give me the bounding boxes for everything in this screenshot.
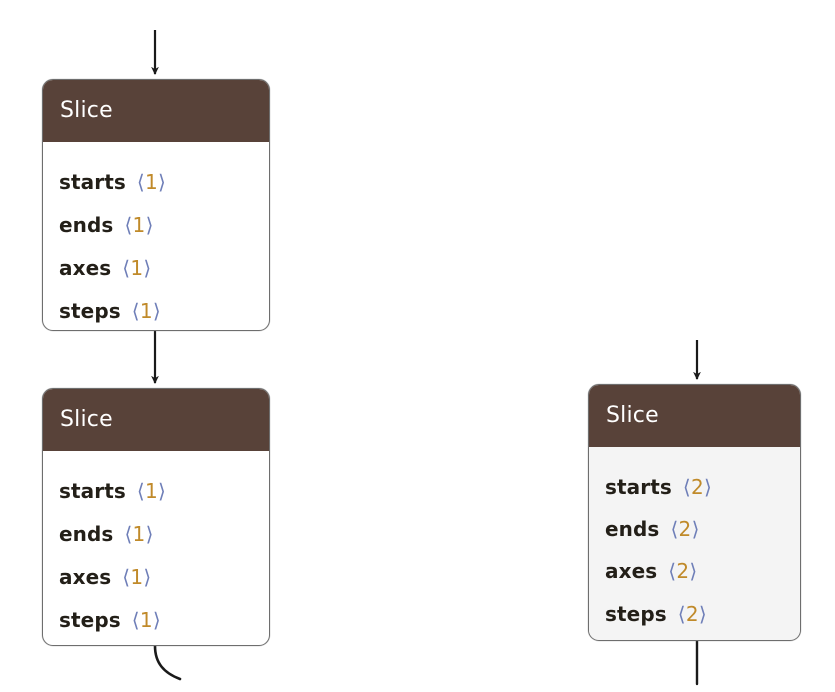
attr-value-steps: ⟨1⟩ bbox=[132, 301, 161, 321]
attr-value-starts: ⟨2⟩ bbox=[683, 477, 712, 497]
node-slice-3-body: starts ⟨2⟩ ends ⟨2⟩ axes ⟨2⟩ steps ⟨2⟩ bbox=[589, 447, 800, 638]
node-slice-2[interactable]: Slice starts ⟨1⟩ ends ⟨1⟩ axes ⟨1⟩ steps… bbox=[42, 388, 270, 646]
angle-open-icon: ⟨ bbox=[131, 299, 140, 323]
attr-value-axes: ⟨1⟩ bbox=[122, 567, 151, 587]
attr-number-steps: 1 bbox=[139, 608, 153, 632]
node-slice-1-title: Slice bbox=[60, 98, 113, 123]
attr-label-starts: starts bbox=[59, 170, 126, 194]
attr-row-steps[interactable]: steps ⟨1⟩ bbox=[59, 610, 161, 630]
angle-close-icon: ⟩ bbox=[689, 559, 698, 583]
attr-row-starts[interactable]: starts ⟨1⟩ bbox=[59, 172, 166, 192]
attr-number-axes: 1 bbox=[130, 565, 144, 589]
attr-label-ends: ends bbox=[59, 213, 114, 237]
node-slice-1-body: starts ⟨1⟩ ends ⟨1⟩ axes ⟨1⟩ steps ⟨1⟩ bbox=[43, 142, 269, 328]
attr-value-axes: ⟨2⟩ bbox=[668, 561, 697, 581]
attr-label-axes: axes bbox=[59, 256, 112, 280]
node-slice-3-header[interactable]: Slice bbox=[589, 385, 800, 447]
attr-number-axes: 2 bbox=[676, 559, 690, 583]
angle-open-icon: ⟨ bbox=[136, 170, 145, 194]
angle-close-icon: ⟩ bbox=[145, 213, 154, 237]
angle-open-icon: ⟨ bbox=[677, 602, 686, 626]
attr-value-steps: ⟨2⟩ bbox=[678, 604, 707, 624]
attr-value-axes: ⟨1⟩ bbox=[122, 258, 151, 278]
angle-close-icon: ⟩ bbox=[704, 475, 713, 499]
angle-close-icon: ⟩ bbox=[698, 602, 707, 626]
edge-out-slice-2 bbox=[153, 644, 182, 681]
angle-close-icon: ⟩ bbox=[158, 479, 167, 503]
attr-number-ends: 1 bbox=[132, 522, 146, 546]
angle-close-icon: ⟩ bbox=[152, 608, 161, 632]
attr-value-starts: ⟨1⟩ bbox=[137, 172, 166, 192]
node-slice-3-title: Slice bbox=[606, 403, 659, 428]
angle-open-icon: ⟨ bbox=[131, 608, 140, 632]
angle-close-icon: ⟩ bbox=[152, 299, 161, 323]
attr-label-ends: ends bbox=[59, 522, 114, 546]
attr-row-starts[interactable]: starts ⟨1⟩ bbox=[59, 481, 166, 501]
attr-label-steps: steps bbox=[59, 608, 121, 632]
node-slice-3[interactable]: Slice starts ⟨2⟩ ends ⟨2⟩ axes ⟨2⟩ steps… bbox=[588, 384, 801, 641]
angle-open-icon: ⟨ bbox=[124, 213, 133, 237]
attr-number-axes: 1 bbox=[130, 256, 144, 280]
attr-label-steps: steps bbox=[605, 602, 667, 626]
attr-row-ends[interactable]: ends ⟨1⟩ bbox=[59, 215, 154, 235]
angle-close-icon: ⟩ bbox=[143, 256, 152, 280]
attr-value-starts: ⟨1⟩ bbox=[137, 481, 166, 501]
angle-open-icon: ⟨ bbox=[136, 479, 145, 503]
attr-label-steps: steps bbox=[59, 299, 121, 323]
angle-open-icon: ⟨ bbox=[122, 256, 131, 280]
angle-open-icon: ⟨ bbox=[124, 522, 133, 546]
angle-close-icon: ⟩ bbox=[145, 522, 154, 546]
angle-open-icon: ⟨ bbox=[682, 475, 691, 499]
attr-row-axes[interactable]: axes ⟨1⟩ bbox=[59, 567, 152, 587]
attr-value-ends: ⟨2⟩ bbox=[670, 519, 699, 539]
attr-number-steps: 2 bbox=[685, 602, 699, 626]
attr-row-steps[interactable]: steps ⟨1⟩ bbox=[59, 301, 161, 321]
attr-row-steps[interactable]: steps ⟨2⟩ bbox=[605, 604, 707, 624]
attr-label-axes: axes bbox=[605, 559, 658, 583]
attr-row-axes[interactable]: axes ⟨2⟩ bbox=[605, 561, 698, 581]
attr-value-ends: ⟨1⟩ bbox=[124, 524, 153, 544]
angle-open-icon: ⟨ bbox=[122, 565, 131, 589]
attr-row-starts[interactable]: starts ⟨2⟩ bbox=[605, 477, 712, 497]
attr-value-ends: ⟨1⟩ bbox=[124, 215, 153, 235]
angle-close-icon: ⟩ bbox=[158, 170, 167, 194]
attr-row-ends[interactable]: ends ⟨2⟩ bbox=[605, 519, 700, 539]
node-slice-2-body: starts ⟨1⟩ ends ⟨1⟩ axes ⟨1⟩ steps ⟨1⟩ bbox=[43, 451, 269, 643]
node-slice-1[interactable]: Slice starts ⟨1⟩ ends ⟨1⟩ axes ⟨1⟩ steps… bbox=[42, 79, 270, 331]
attr-label-ends: ends bbox=[605, 517, 660, 541]
node-slice-2-title: Slice bbox=[60, 407, 113, 432]
angle-close-icon: ⟩ bbox=[691, 517, 700, 541]
attr-label-starts: starts bbox=[59, 479, 126, 503]
angle-open-icon: ⟨ bbox=[668, 559, 677, 583]
angle-open-icon: ⟨ bbox=[670, 517, 679, 541]
attr-number-starts: 1 bbox=[145, 170, 159, 194]
node-slice-1-header[interactable]: Slice bbox=[43, 80, 269, 142]
attr-row-ends[interactable]: ends ⟨1⟩ bbox=[59, 524, 154, 544]
angle-close-icon: ⟩ bbox=[143, 565, 152, 589]
attr-number-starts: 2 bbox=[691, 475, 705, 499]
attr-number-ends: 1 bbox=[132, 213, 146, 237]
attr-number-starts: 1 bbox=[145, 479, 159, 503]
attr-label-starts: starts bbox=[605, 475, 672, 499]
attr-label-axes: axes bbox=[59, 565, 112, 589]
attr-number-steps: 1 bbox=[139, 299, 153, 323]
attr-number-ends: 2 bbox=[678, 517, 692, 541]
node-slice-2-header[interactable]: Slice bbox=[43, 389, 269, 451]
attr-value-steps: ⟨1⟩ bbox=[132, 610, 161, 630]
attr-row-axes[interactable]: axes ⟨1⟩ bbox=[59, 258, 152, 278]
